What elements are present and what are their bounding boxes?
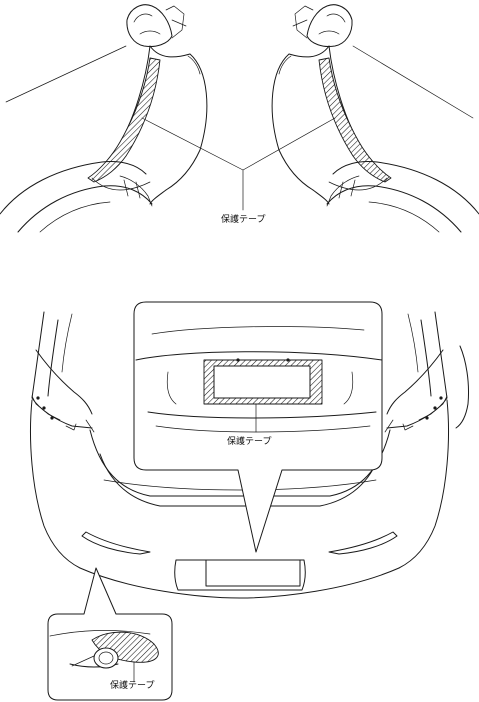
protective-tape-label-license-plate: 保護テープ	[227, 437, 272, 447]
protective-tape-label-fenders: 保護テープ	[221, 215, 266, 225]
left-fender-view	[0, 4, 208, 233]
top-label-leaders	[141, 117, 336, 211]
right-fender-view	[271, 4, 479, 233]
exhaust-callout	[47, 567, 173, 701]
rear-car-view	[30, 311, 469, 599]
protective-tape-label-exhaust: 保護テープ	[110, 681, 155, 691]
license-plate-callout	[133, 301, 383, 553]
